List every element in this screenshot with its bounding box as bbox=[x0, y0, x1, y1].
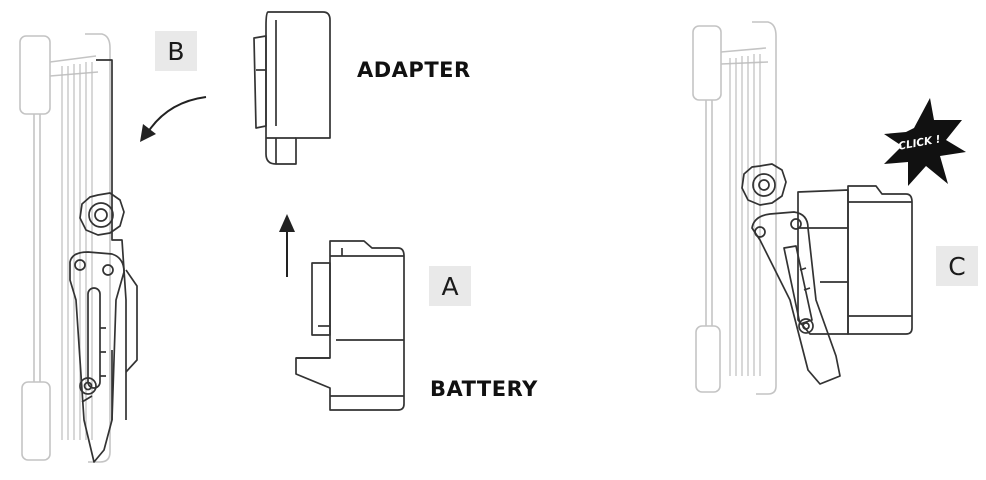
work-light-right bbox=[692, 21, 913, 395]
right-bracket bbox=[751, 211, 841, 385]
battery-label: BATTERY bbox=[430, 377, 538, 401]
work-light-left bbox=[19, 33, 138, 463]
starburst-icon: CLICK ! bbox=[884, 98, 966, 186]
curved-arrow-icon bbox=[140, 96, 207, 142]
step-c-label: C bbox=[936, 246, 978, 286]
right-knob bbox=[741, 163, 787, 206]
right-frame-faint bbox=[692, 21, 777, 395]
arrow-up-icon bbox=[279, 214, 295, 277]
step-a-label: A bbox=[429, 266, 471, 306]
right-fins bbox=[729, 54, 761, 376]
light-housing bbox=[96, 59, 138, 420]
adapter-drawing bbox=[253, 11, 331, 165]
bracket-arm bbox=[69, 251, 125, 463]
light-frame-faint bbox=[19, 33, 111, 463]
adapter-label: ADAPTER bbox=[357, 58, 471, 82]
inserted-battery bbox=[797, 185, 913, 335]
step-b-label: B bbox=[155, 31, 197, 71]
battery-drawing bbox=[295, 240, 405, 411]
tilt-knob bbox=[79, 192, 125, 236]
